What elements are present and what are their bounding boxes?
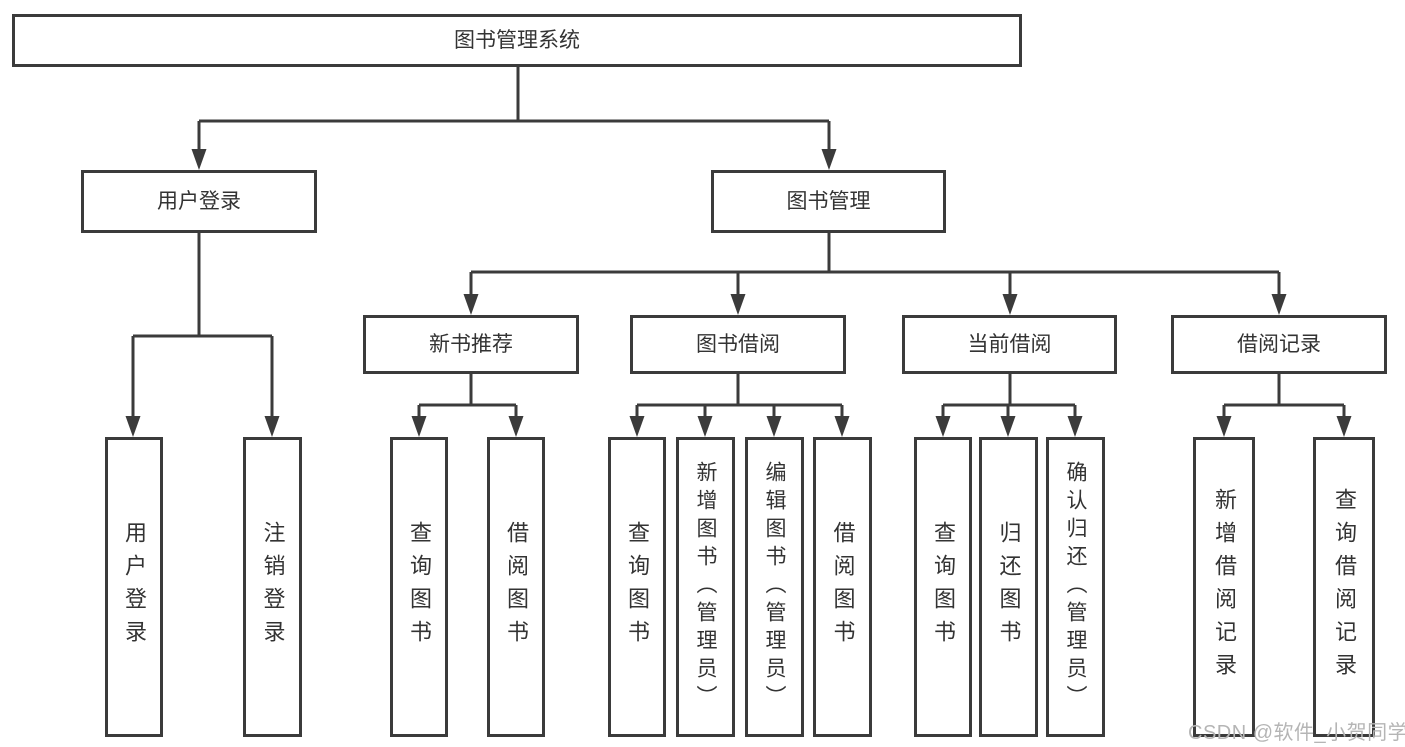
node-label: 用户登录 — [157, 190, 241, 213]
csdn-watermark: CSDN @软件_小贺同学 — [1188, 722, 1405, 744]
node-current-borrow: 当前借阅 — [902, 315, 1117, 374]
node-system-root: 图书管理系统 — [12, 14, 1022, 67]
leaf-add-borrow-record: 新增借阅记录 — [1193, 437, 1255, 737]
node-borrow-records: 借阅记录 — [1171, 315, 1387, 374]
leaf-logout: 注销登录 — [243, 437, 302, 737]
leaf-query-borrow-record: 查询借阅记录 — [1313, 437, 1375, 737]
node-user-login: 用户登录 — [81, 170, 317, 233]
node-label: 新书推荐 — [429, 333, 513, 356]
node-label: 借阅记录 — [1237, 333, 1321, 356]
leaf-confirm-return-admin: 确认归还（管理员） — [1046, 437, 1105, 737]
leaf-add-books-admin: 新增图书（管理员） — [676, 437, 735, 737]
leaf-query-books-1: 查询图书 — [390, 437, 448, 737]
node-label: 当前借阅 — [967, 333, 1052, 356]
leaf-user-login: 用户登录 — [105, 437, 163, 737]
leaf-borrow-books-1: 借阅图书 — [487, 437, 545, 737]
leaf-return-books: 归还图书 — [979, 437, 1038, 737]
node-label: 图书管理系统 — [454, 29, 580, 52]
leaf-borrow-books-2: 借阅图书 — [813, 437, 872, 737]
node-label: 图书借阅 — [696, 333, 780, 356]
node-new-book-recommend: 新书推荐 — [363, 315, 579, 374]
leaf-query-books-3: 查询图书 — [914, 437, 972, 737]
node-book-management: 图书管理 — [711, 170, 946, 233]
arrowheads — [125, 149, 1352, 437]
leaf-edit-books-admin: 编辑图书（管理员） — [745, 437, 804, 737]
leaf-query-books-2: 查询图书 — [608, 437, 666, 737]
node-label: 图书管理 — [786, 190, 871, 213]
node-book-borrow: 图书借阅 — [630, 315, 846, 374]
